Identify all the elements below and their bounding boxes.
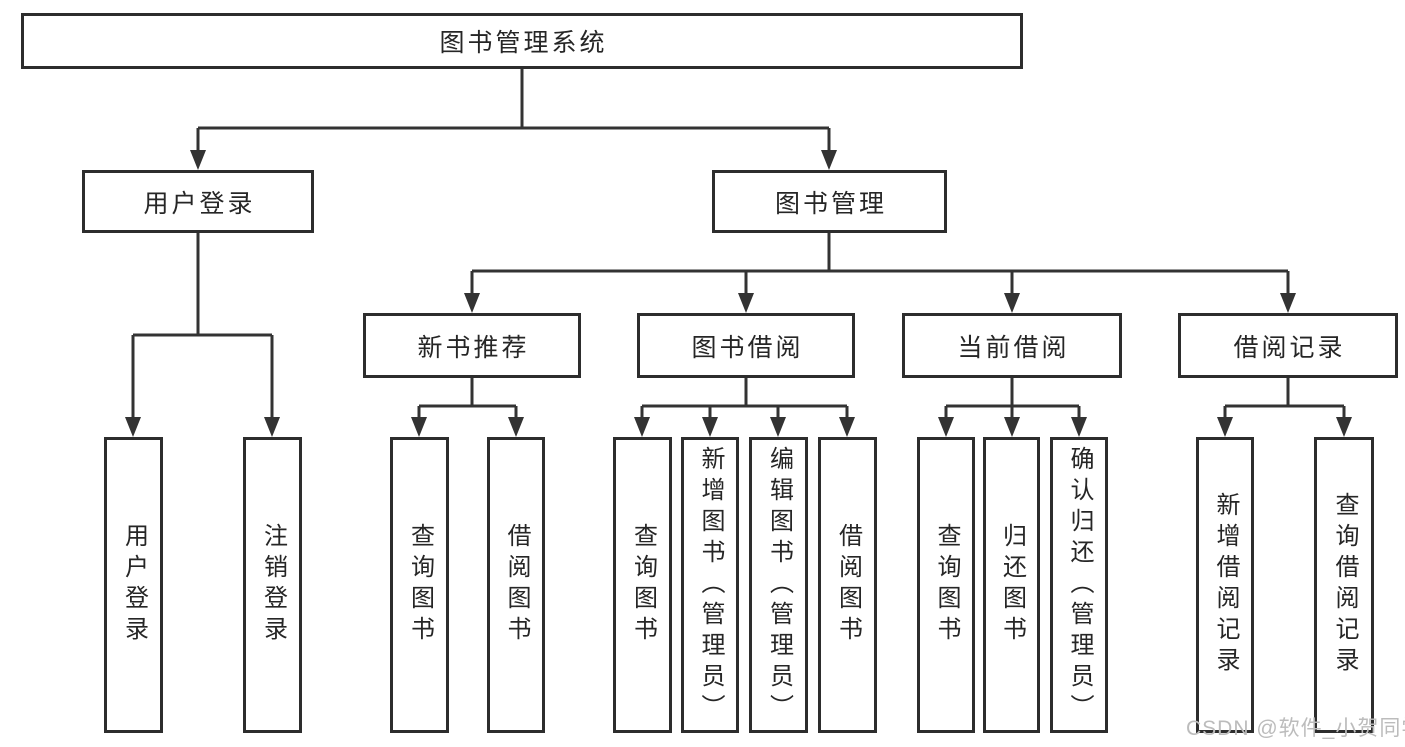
arrowhead-down bbox=[508, 417, 524, 437]
connector-line bbox=[196, 69, 831, 156]
connector-book-borrowing-children bbox=[634, 378, 855, 437]
arrowhead-down bbox=[1280, 293, 1296, 313]
connector-root-to-branches bbox=[190, 69, 837, 170]
node-library-management-system: 图书管理系统 bbox=[21, 13, 1023, 69]
connector-current-borrowing-children bbox=[938, 378, 1087, 437]
node-borrowing-records: 借阅记录 bbox=[1178, 313, 1398, 378]
connector-line bbox=[417, 378, 518, 423]
leaf-logout: 注销登录 bbox=[243, 437, 302, 733]
connector-borrowing-records-children bbox=[1217, 378, 1352, 437]
arrowhead-down bbox=[770, 417, 786, 437]
node-new-book-recommend: 新书推荐 bbox=[363, 313, 581, 378]
node-book-borrowing: 图书借阅 bbox=[637, 313, 855, 378]
leaf-query-borrow-record: 查询借阅记录 bbox=[1314, 437, 1374, 733]
arrowhead-down bbox=[1217, 417, 1233, 437]
node-user-login: 用户登录 bbox=[82, 170, 314, 233]
arrowhead-down bbox=[738, 293, 754, 313]
arrowhead-down bbox=[938, 417, 954, 437]
arrowhead-down bbox=[464, 293, 480, 313]
connector-user-login-children bbox=[125, 233, 280, 437]
node-book-management: 图书管理 bbox=[712, 170, 947, 233]
arrowhead-down bbox=[125, 417, 141, 437]
connector-book-management-children bbox=[464, 233, 1296, 313]
arrowhead-down bbox=[634, 417, 650, 437]
leaf-borrow-books-recommend: 借阅图书 bbox=[487, 437, 545, 733]
arrowhead-down bbox=[839, 417, 855, 437]
leaf-query-books-recommend: 查询图书 bbox=[390, 437, 449, 733]
arrowhead-down bbox=[1336, 417, 1352, 437]
leaf-borrow-books-borrowing: 借阅图书 bbox=[818, 437, 877, 733]
connector-line bbox=[1223, 378, 1346, 423]
leaf-confirm-return-admin: 确认归还（管理员） bbox=[1050, 437, 1108, 733]
connector-line bbox=[131, 233, 274, 423]
leaf-return-book: 归还图书 bbox=[983, 437, 1040, 733]
connector-line bbox=[944, 378, 1081, 423]
arrowhead-down bbox=[1004, 417, 1020, 437]
connector-new-book-recommend-children bbox=[411, 378, 524, 437]
connector-line bbox=[470, 233, 1290, 299]
leaf-add-book-admin: 新增图书（管理员） bbox=[681, 437, 739, 733]
leaf-edit-book-admin: 编辑图书（管理员） bbox=[749, 437, 808, 733]
leaf-add-borrow-record: 新增借阅记录 bbox=[1196, 437, 1254, 733]
connector-line bbox=[640, 378, 849, 423]
leaf-user-login: 用户登录 bbox=[104, 437, 163, 733]
arrowhead-down bbox=[1071, 417, 1087, 437]
arrowhead-down bbox=[702, 417, 718, 437]
node-current-borrowing: 当前借阅 bbox=[902, 313, 1122, 378]
leaf-query-books-current: 查询图书 bbox=[917, 437, 975, 733]
arrowhead-down bbox=[411, 417, 427, 437]
leaf-query-books-borrowing: 查询图书 bbox=[613, 437, 672, 733]
arrowhead-down bbox=[1004, 293, 1020, 313]
arrowhead-down bbox=[821, 150, 837, 170]
arrowhead-down bbox=[190, 150, 206, 170]
arrowhead-down bbox=[264, 417, 280, 437]
